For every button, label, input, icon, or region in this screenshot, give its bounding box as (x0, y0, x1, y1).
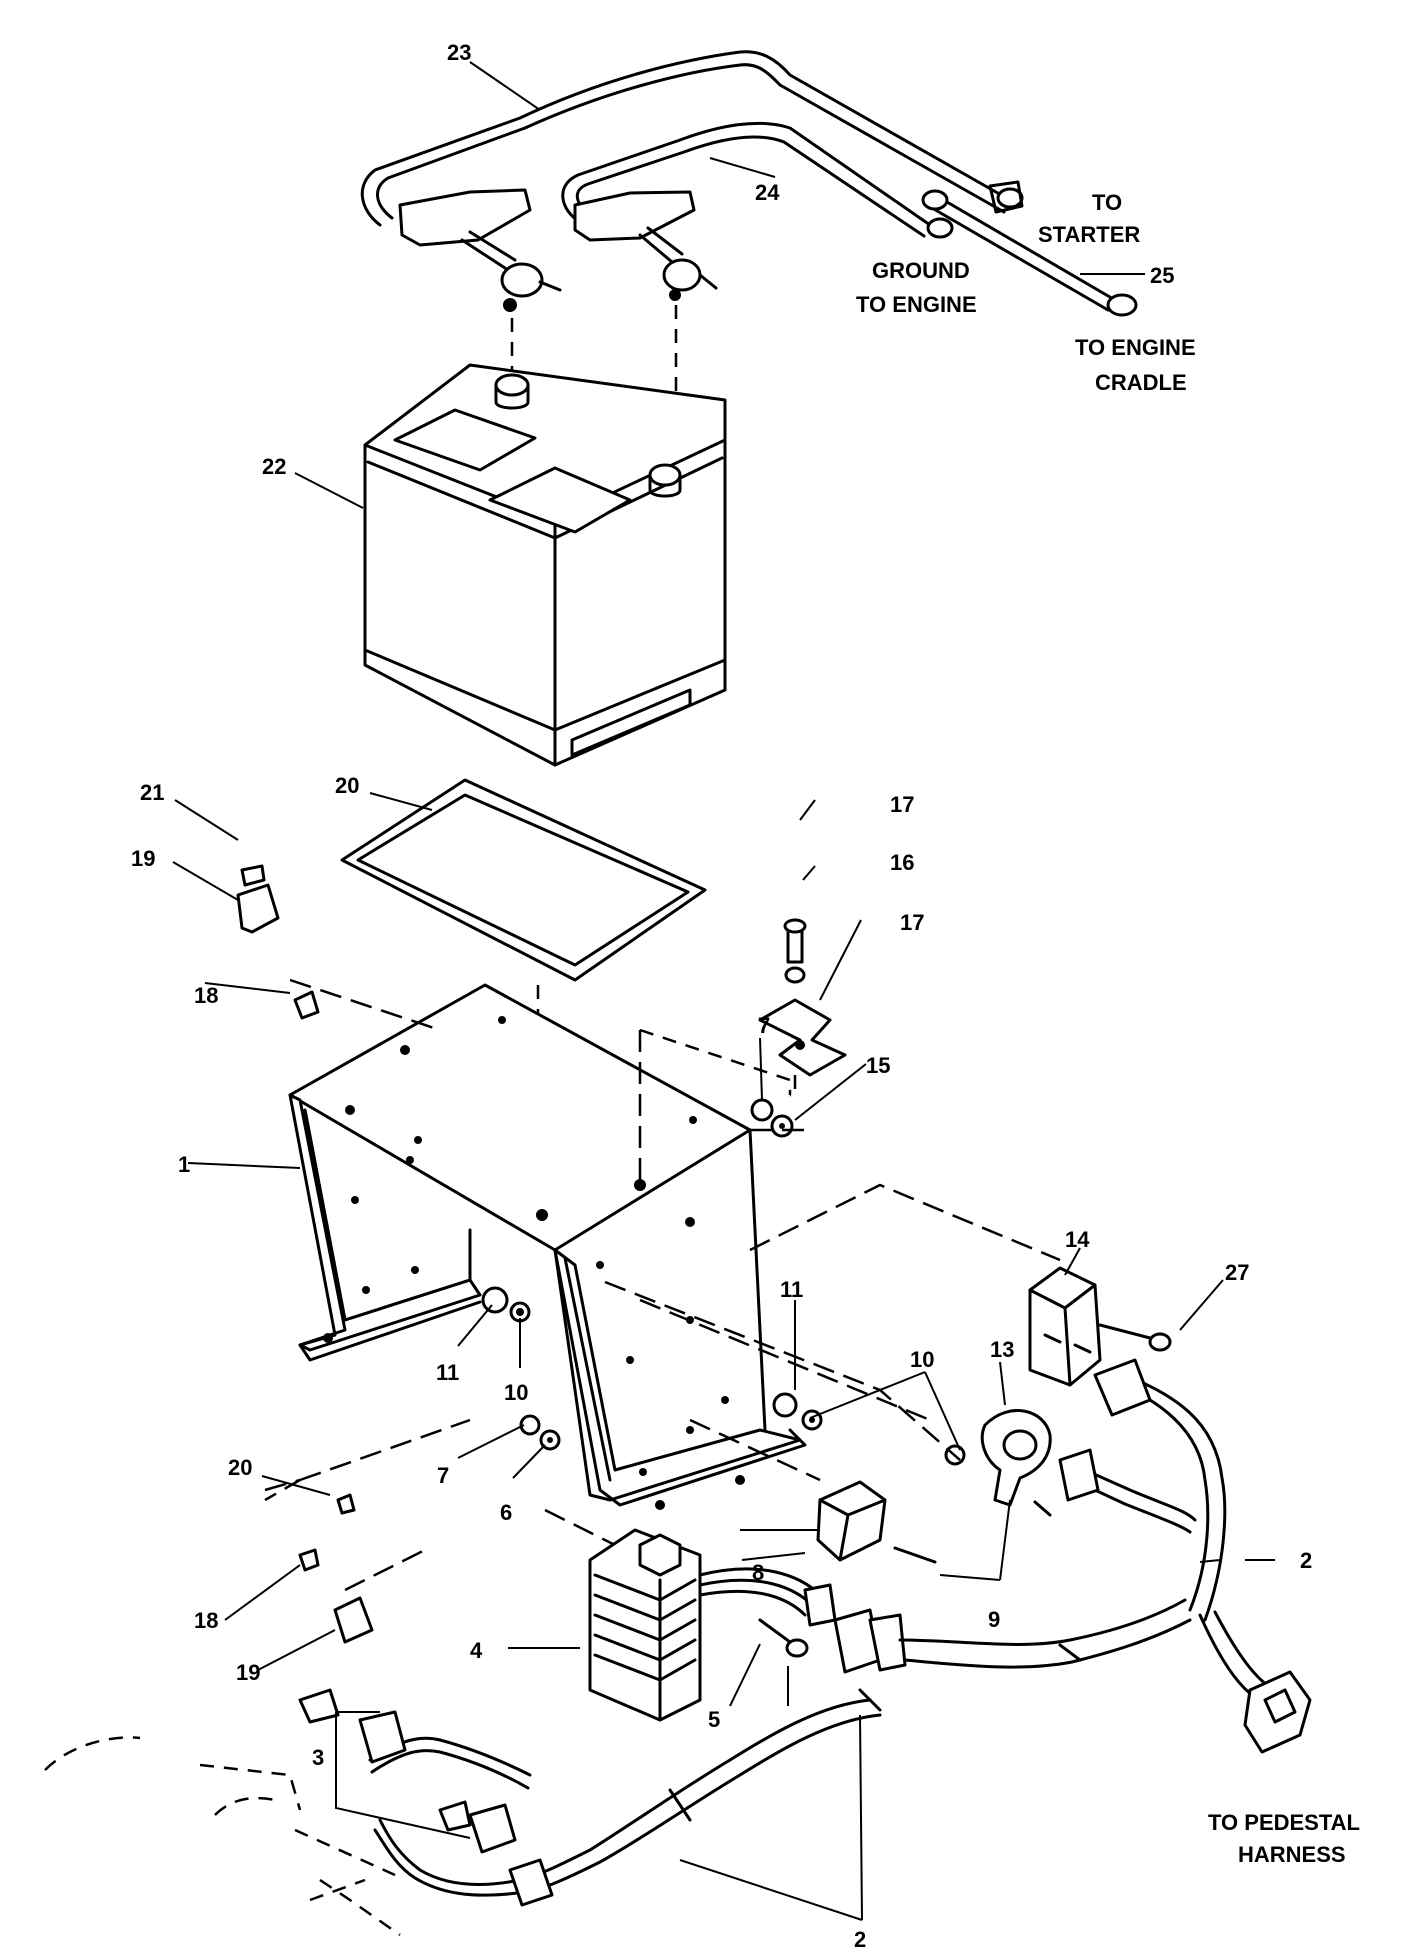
callout-15: 17 (900, 910, 924, 935)
callout-7a: 7 (758, 1013, 770, 1038)
callout-6: 6 (500, 1500, 512, 1525)
callout-9: 9 (988, 1607, 1000, 1632)
callout-1: 1 (178, 1152, 190, 1177)
callout-26: 25 (1150, 263, 1174, 288)
callout-16: 16 (890, 850, 914, 875)
callout-17: 17 (890, 792, 914, 817)
mounting-bracket (288, 983, 807, 1510)
callout-27: 27 (1225, 1260, 1249, 1285)
callout-21: 20 (335, 773, 359, 798)
note-ground-line2: TO ENGINE (856, 292, 977, 317)
callout-23: 22 (262, 454, 286, 479)
callout-19b: 19 (236, 1660, 260, 1685)
callout-10a: 10 (504, 1380, 528, 1405)
battery (363, 363, 727, 767)
note-pedestal-line1: TO PEDESTAL (1208, 1810, 1360, 1835)
callout-labels: 23 24 25 22 20 21 19 18 17 16 17 7 15 1 … (131, 40, 1312, 1950)
battery-cables (360, 50, 1138, 465)
callout-4: 4 (470, 1638, 483, 1663)
callout-11b: 11 (780, 1277, 803, 1302)
callout-19a: 19 (131, 846, 155, 871)
hardware (264, 918, 1061, 1592)
callout-3: 3 (312, 1745, 324, 1770)
note-pedestal-line2: HARNESS (1238, 1842, 1346, 1867)
callout-22: 21 (140, 780, 164, 805)
note-cradle-line2: CRADLE (1095, 370, 1187, 395)
callout-8: 8 (752, 1560, 764, 1585)
leader-lines (172, 61, 1275, 1921)
callout-11a: 11 (436, 1360, 459, 1385)
note-to-starter-line1: TO (1092, 190, 1122, 215)
callout-20: 20 (228, 1455, 252, 1480)
callout-2b: 2 (854, 1927, 866, 1950)
note-cradle-line1: TO ENGINE (1075, 335, 1196, 360)
callout-24: 23 (447, 40, 471, 65)
routing-notes: TO STARTER GROUND TO ENGINE TO ENGINE CR… (856, 190, 1360, 1867)
callout-10b: 10 (910, 1347, 934, 1372)
callout-13: 14 (1065, 1227, 1090, 1252)
callout-14: 15 (866, 1053, 890, 1078)
callout-2a: 2 (1300, 1548, 1312, 1573)
callout-18a: 18 (194, 983, 218, 1008)
side-connectors (236, 864, 374, 1644)
note-to-starter-line2: STARTER (1038, 222, 1140, 247)
callout-5: 5 (708, 1707, 720, 1732)
callout-25: 24 (755, 180, 780, 205)
rectifier-and-harness (298, 1266, 1312, 1907)
note-ground-line1: GROUND (872, 258, 970, 283)
callout-7b: 7 (437, 1463, 449, 1488)
callout-18b: 18 (194, 1608, 218, 1633)
callout-12: 13 (990, 1337, 1014, 1362)
